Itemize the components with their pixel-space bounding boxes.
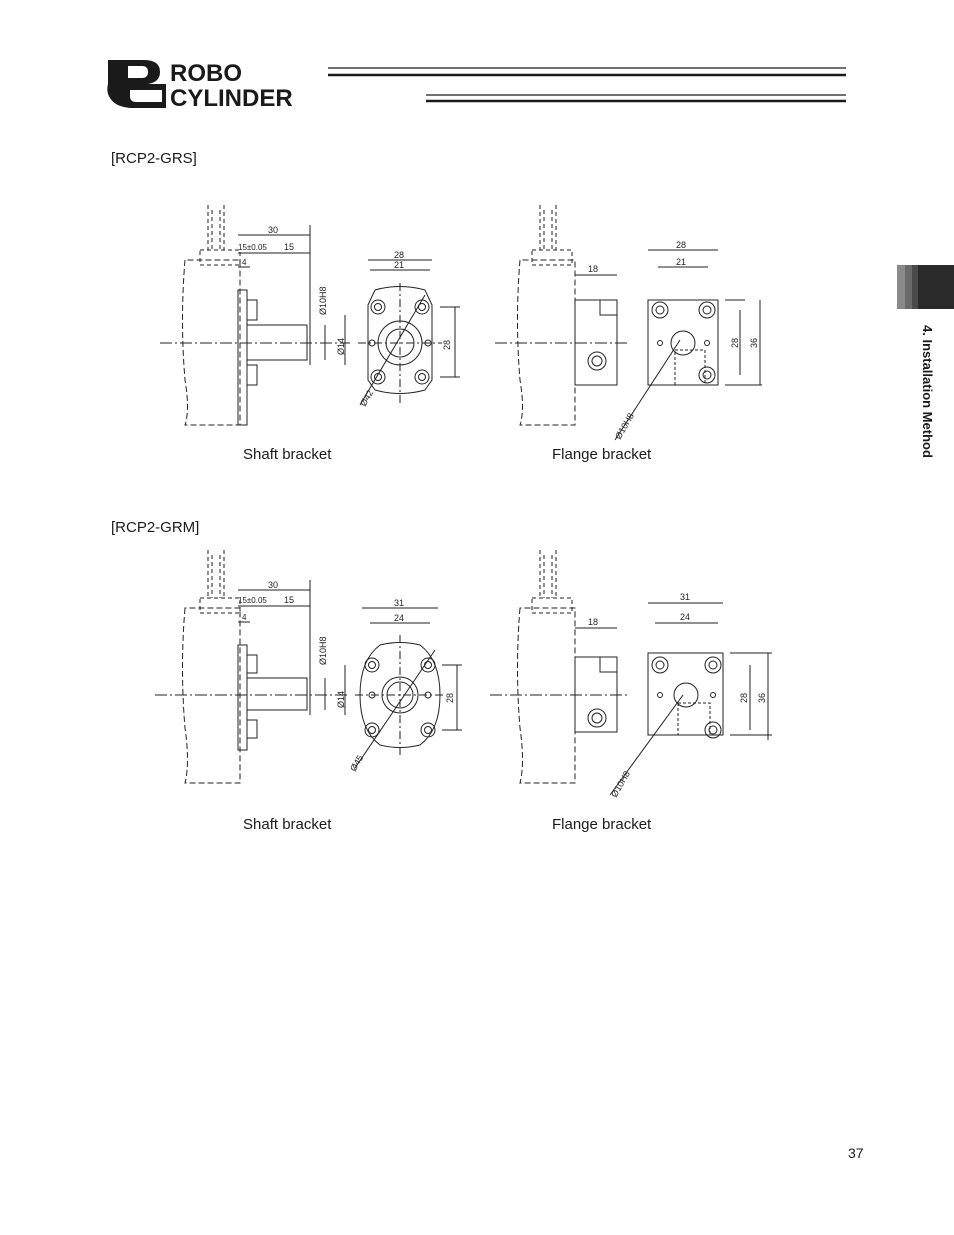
- section-label-rcp2-grs: [RCP2-GRS]: [111, 150, 197, 167]
- grs-dim-30: 30: [268, 225, 278, 235]
- grs-flange-dim-36-side: 36: [749, 338, 759, 348]
- grs-dim-15-tol: 15±0.05: [238, 243, 267, 252]
- chapter-tab-marker: [897, 265, 954, 309]
- robo-cylinder-logo: ROBO CYLINDER: [107, 60, 846, 110]
- rc-mark: [107, 60, 166, 108]
- grs-flange-dim-21-top: 21: [676, 257, 686, 267]
- grs-dim-bore: Ø10H8: [318, 286, 328, 315]
- rcp2-grm-drawing: 30 15±0.05 15 4 Ø10H8 Ø14 31 24 28 Ø45 1…: [155, 550, 772, 799]
- grs-flange-dim-bore: Ø10H8: [613, 411, 636, 441]
- grm-dim-shaft-dia: Ø14: [336, 691, 346, 708]
- grm-dim-bore: Ø10H8: [318, 636, 328, 665]
- grs-shaft-bracket-side-view: [160, 205, 350, 426]
- grm-flange-dim-18: 18: [588, 617, 598, 627]
- grs-flange-dim-28-top: 28: [676, 240, 686, 250]
- section-label-rcp2-grm: [RCP2-GRM]: [111, 519, 200, 536]
- grm-dim-24-top: 24: [394, 613, 404, 623]
- rcp2-grs-drawing: 30 15±0.05 15 4 Ø10H8 Ø14 28 21 28 Ø42 1…: [160, 205, 762, 441]
- grm-dim-31-top: 31: [394, 598, 404, 608]
- grm-flange-dim-24-top: 24: [680, 612, 690, 622]
- caption-grm-flange-bracket: Flange bracket: [552, 816, 652, 833]
- grs-dim-shaft-dia: Ø14: [336, 338, 346, 355]
- caption-grs-flange-bracket: Flange bracket: [552, 446, 652, 463]
- chapter-side-title-text: 4. Installation Method: [920, 325, 935, 458]
- grm-flange-dim-31-top: 31: [680, 592, 690, 602]
- grm-dim-30: 30: [268, 580, 278, 590]
- logo-text-cylinder: CYLINDER: [170, 85, 293, 110]
- grs-flange-dim-28-side: 28: [730, 338, 740, 348]
- logo-text-robo: ROBO: [170, 60, 242, 87]
- grm-flange-bracket-front-view: [609, 602, 772, 796]
- grm-flange-dim-28-side: 28: [739, 693, 749, 703]
- grs-flange-bracket-front-view: [614, 249, 762, 441]
- caption-grs-shaft-bracket: Shaft bracket: [243, 446, 332, 463]
- grs-dim-pcd: Ø42: [358, 388, 375, 408]
- grs-shaft-bracket-front-view: [358, 259, 460, 406]
- grs-dim-21-top: 21: [394, 260, 404, 270]
- caption-grm-shaft-bracket: Shaft bracket: [243, 816, 332, 833]
- header-rule: [328, 67, 846, 103]
- grm-flange-bracket-side-view: [490, 550, 630, 784]
- grm-flange-dim-bore: Ø10H8: [609, 769, 632, 799]
- grm-shaft-bracket-side-view: [155, 550, 350, 784]
- grm-dim-28-side: 28: [445, 693, 455, 703]
- grs-dim-28-side: 28: [442, 340, 452, 350]
- grm-dim-4: 4: [242, 613, 247, 622]
- grm-shaft-bracket-front-view: [354, 607, 462, 769]
- chapter-side-title: 4. Installation Method: [919, 325, 939, 495]
- grm-flange-dim-36-side: 36: [757, 693, 767, 703]
- grm-dim-15: 15: [284, 595, 294, 605]
- page-number: 37: [848, 1145, 864, 1161]
- grs-dim-4: 4: [242, 258, 247, 267]
- grs-dim-15: 15: [284, 242, 294, 252]
- grs-flange-bracket-side-view: [495, 205, 630, 426]
- grs-flange-dim-18: 18: [588, 264, 598, 274]
- grm-dim-15-tol: 15±0.05: [238, 596, 267, 605]
- grs-dim-28-top: 28: [394, 250, 404, 260]
